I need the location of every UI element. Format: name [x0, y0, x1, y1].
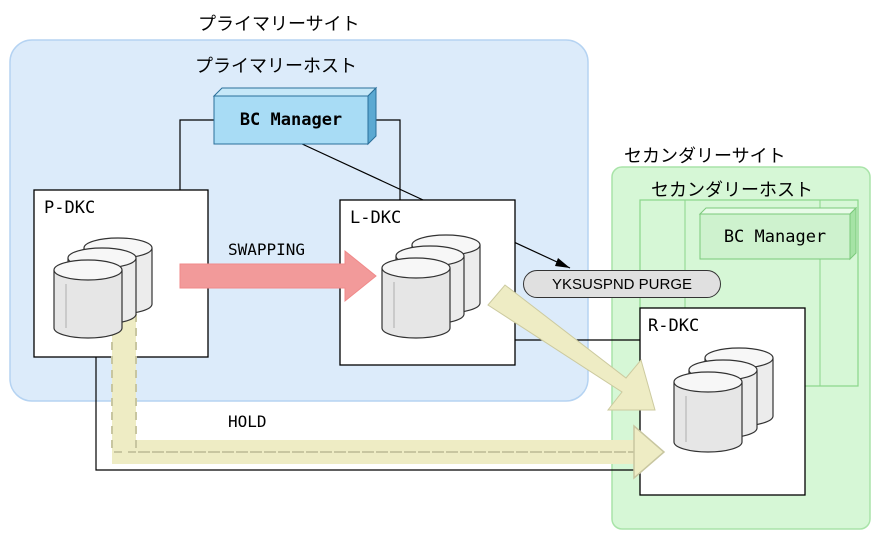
primary-site-title: プライマリーサイト — [198, 14, 360, 35]
primary-host-label: プライマリーホスト — [195, 56, 357, 77]
r-dkc-disks — [673, 347, 774, 453]
secondary-host-label: セカンダリーホスト — [651, 180, 813, 201]
p-dkc-label: P-DKC — [44, 198, 96, 218]
hold-label: HOLD — [228, 412, 267, 431]
primary-bc-manager-label: BC Manager — [239, 110, 343, 130]
hold-arrow — [111, 314, 666, 480]
l-dkc-r-dkc-arrow — [487, 284, 656, 411]
command-arrowhead — [555, 258, 570, 268]
p-dkc-disks — [53, 237, 153, 339]
r-dkc-label: R-DKC — [648, 316, 700, 336]
l-dkc-label: L-DKC — [350, 208, 402, 228]
p-dkc-bcm-line — [179, 119, 214, 190]
command-pill: YKSUSPND PURGE — [523, 270, 721, 298]
secondary-site-title: セカンダリーサイト — [624, 146, 786, 167]
l-dkc-disks — [381, 234, 481, 339]
secondary-bc-manager-box — [698, 206, 858, 261]
swapping-arrow — [179, 249, 377, 303]
primary-bc-manager-box — [212, 86, 378, 146]
p-dkc-r-dkc-line — [95, 357, 640, 471]
secondary-bc-manager-label: BC Manager — [723, 226, 827, 247]
swapping-label: SWAPPING — [228, 240, 306, 259]
bcm-l-dkc-line — [370, 119, 401, 200]
